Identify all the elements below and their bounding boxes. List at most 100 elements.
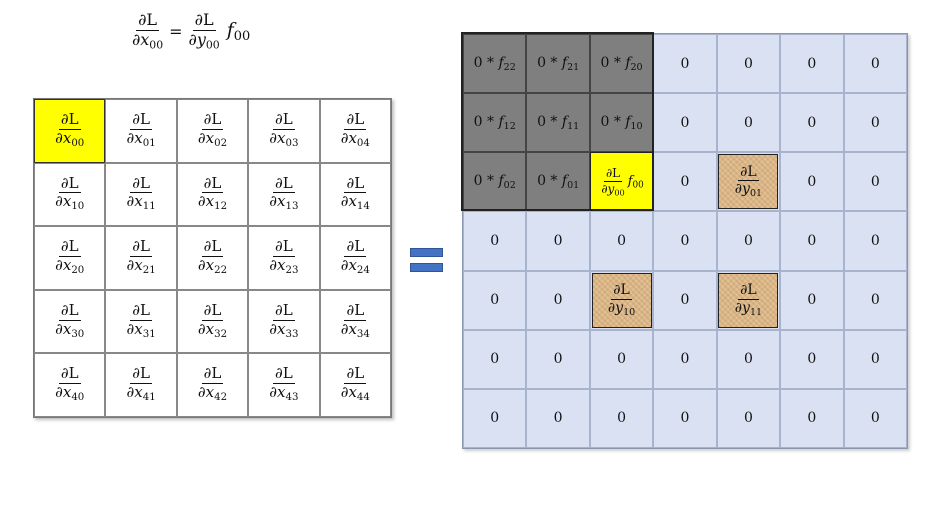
grad-numerator: ∂L bbox=[273, 364, 295, 385]
grad-numerator: ∂L bbox=[130, 173, 152, 194]
input-grad-cell: ∂L∂x44 bbox=[319, 353, 391, 417]
zero-cell: 0 bbox=[716, 93, 781, 153]
zero-value: 0 bbox=[743, 410, 753, 427]
filter-cell: 0 * f10 bbox=[589, 93, 654, 153]
grad-fraction: ∂L∂x43 bbox=[267, 366, 300, 404]
equal-sign-icon bbox=[410, 248, 443, 273]
input-gradient-grid: ∂L∂x00∂L∂x01∂L∂x02∂L∂x03∂L∂x04∂L∂x10∂L∂x… bbox=[33, 98, 392, 418]
zero-cell: 0 bbox=[843, 388, 907, 448]
grad-numerator: ∂L bbox=[130, 110, 152, 130]
zero-value: 0 bbox=[807, 232, 817, 249]
grad-fraction: ∂L∂x13 bbox=[267, 175, 300, 214]
zero-value: 0 bbox=[807, 292, 817, 309]
grad-denominator: ∂x21 bbox=[126, 255, 156, 277]
input-grad-cell: ∂L∂x01 bbox=[105, 99, 177, 163]
zero-cell: 0 bbox=[526, 211, 590, 271]
grad-denominator: ∂x41 bbox=[126, 383, 156, 404]
grad-fraction: ∂L∂y11 bbox=[733, 283, 764, 318]
grad-numerator: ∂L bbox=[344, 364, 367, 385]
grad-numerator: ∂L bbox=[58, 110, 81, 130]
zero-value: 0 bbox=[490, 232, 500, 249]
input-grad-cell: ∂L∂x20 bbox=[34, 226, 106, 290]
input-grad-cell: ∂L∂x31 bbox=[105, 289, 177, 354]
rhs-fraction: ∂L ∂y00 bbox=[187, 11, 222, 50]
output-grad-cell: ∂L∂y11 bbox=[716, 270, 781, 330]
zero-value: 0 bbox=[553, 410, 563, 427]
zero-cell: 0 bbox=[653, 211, 717, 271]
grad-fraction: ∂L∂x00 bbox=[53, 110, 86, 150]
zero-cell: 0 bbox=[589, 329, 654, 389]
input-grad-cell: ∂L∂x11 bbox=[105, 162, 177, 227]
zero-cell: 0 bbox=[716, 211, 781, 271]
zero-cell: 0 bbox=[526, 388, 590, 448]
zero-cell: 0 bbox=[716, 388, 781, 448]
zero-cell: 0 bbox=[780, 270, 844, 330]
grad-numerator: ∂L bbox=[201, 110, 224, 130]
grad-numerator: ∂L bbox=[201, 173, 224, 194]
zero-value: 0 bbox=[743, 351, 753, 368]
zero-cell: 0 bbox=[653, 388, 717, 448]
input-grad-cell: ∂L∂x02 bbox=[176, 99, 249, 163]
zero-value: 0 bbox=[553, 232, 563, 249]
grad-numerator: ∂L bbox=[201, 364, 224, 385]
grad-fraction: ∂L∂x31 bbox=[125, 302, 158, 341]
grad-fraction: ∂L∂x20 bbox=[53, 238, 86, 277]
zero-cell: 0 bbox=[526, 329, 590, 389]
grad-fraction: ∂L∂x02 bbox=[196, 110, 229, 150]
zero-cell: 0 bbox=[463, 270, 527, 330]
zero-value: 0 bbox=[680, 114, 690, 131]
grad-denominator: ∂x11 bbox=[126, 192, 156, 213]
filter-product: 0 * f01 bbox=[537, 172, 580, 191]
zero-value: 0 bbox=[870, 351, 880, 368]
zero-value: 0 bbox=[680, 173, 690, 190]
zero-cell: 0 bbox=[780, 152, 844, 212]
grad-numerator: ∂L bbox=[58, 173, 81, 194]
zero-cell: 0 bbox=[843, 34, 907, 94]
zero-cell: 0 bbox=[653, 152, 717, 212]
zero-value: 0 bbox=[553, 351, 563, 368]
grad-denominator: ∂x22 bbox=[197, 255, 228, 277]
grad-denominator: ∂x30 bbox=[55, 319, 85, 340]
input-grad-cell: ∂L∂x33 bbox=[248, 289, 320, 354]
grad-numerator: ∂L bbox=[611, 281, 632, 300]
zero-cell: 0 bbox=[716, 329, 781, 389]
zero-value: 0 bbox=[743, 55, 753, 72]
grad-fraction: ∂L∂x30 bbox=[53, 302, 86, 341]
zero-cell: 0 bbox=[780, 388, 844, 448]
zero-cell: 0 bbox=[843, 329, 907, 389]
grad-denominator: ∂x01 bbox=[126, 128, 156, 149]
filter-product: 0 * f21 bbox=[537, 54, 580, 73]
filter-product: 0 * f20 bbox=[600, 54, 643, 73]
filter-cell: 0 * f01 bbox=[526, 152, 590, 212]
zero-cell: 0 bbox=[463, 329, 527, 389]
input-grad-cell: ∂L∂x42 bbox=[176, 353, 249, 417]
zero-value: 0 bbox=[870, 232, 880, 249]
grad-numerator: ∂L bbox=[738, 163, 759, 182]
grad-fraction: ∂L∂x24 bbox=[339, 238, 372, 277]
zero-cell: 0 bbox=[780, 211, 844, 271]
grad-denominator: ∂x42 bbox=[197, 383, 228, 404]
grad-fraction: ∂L∂x21 bbox=[125, 238, 158, 277]
grad-denominator: ∂x20 bbox=[55, 255, 85, 277]
grad-numerator: ∂L bbox=[201, 237, 224, 257]
zero-value: 0 bbox=[870, 173, 880, 190]
input-grad-cell: ∂L∂x23 bbox=[248, 226, 320, 290]
zero-value: 0 bbox=[490, 351, 500, 368]
zero-value: 0 bbox=[680, 232, 690, 249]
output-grad-box: ∂L∂y01 bbox=[718, 154, 779, 210]
filter-product: 0 * f11 bbox=[537, 113, 580, 132]
input-grad-cell: ∂L∂x40 bbox=[34, 353, 106, 417]
zero-value: 0 bbox=[807, 410, 817, 427]
grad-denominator: ∂x31 bbox=[126, 319, 156, 340]
output-grad-box: ∂L∂y11 bbox=[718, 272, 779, 328]
grad-denominator: ∂x24 bbox=[340, 255, 370, 277]
filter-cell: 0 * f02 bbox=[463, 152, 527, 212]
grad-fraction: ∂L∂x42 bbox=[196, 366, 229, 404]
zero-cell: 0 bbox=[780, 93, 844, 153]
grad-denominator: ∂x44 bbox=[340, 383, 370, 404]
grad-denominator: ∂x23 bbox=[269, 255, 299, 277]
grad-fraction: ∂L∂x03 bbox=[267, 111, 300, 150]
zero-value: 0 bbox=[680, 292, 690, 309]
grad-denominator: ∂x40 bbox=[55, 383, 85, 404]
